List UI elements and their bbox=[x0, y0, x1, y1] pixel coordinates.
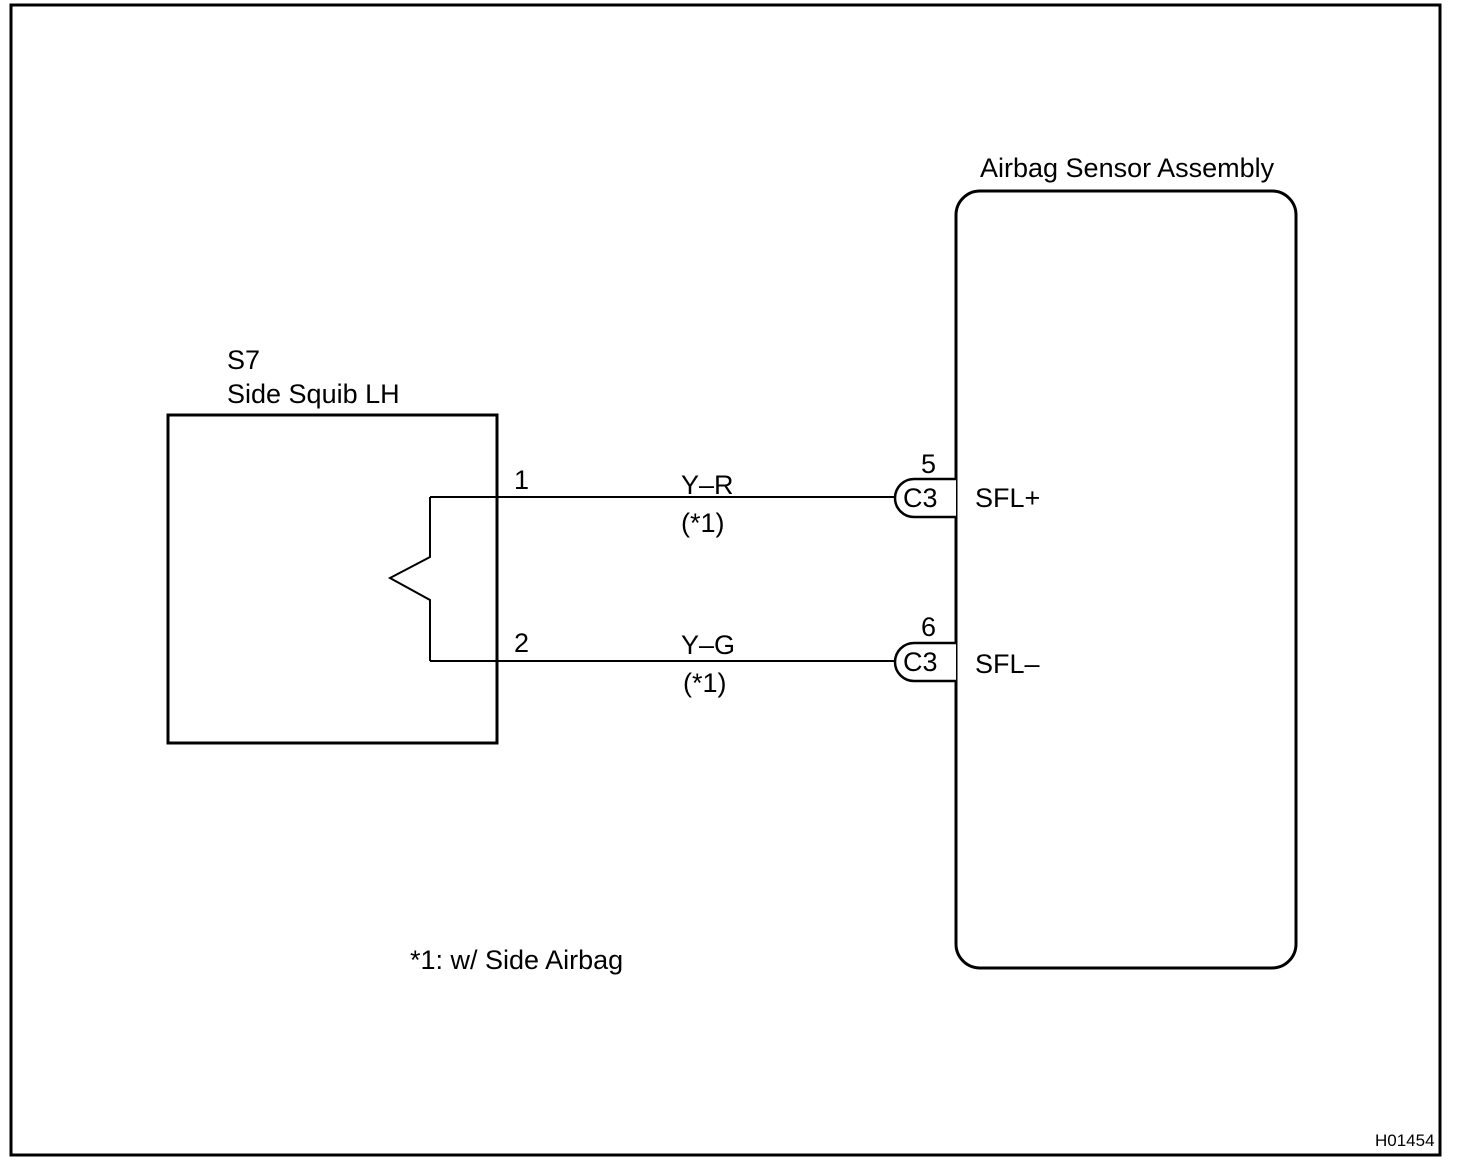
squib-pin-1: 1 bbox=[514, 465, 529, 495]
footnote: *1: w/ Side Airbag bbox=[410, 945, 623, 975]
diagram-frame bbox=[9, 3, 1442, 1157]
figure-id: H01454 bbox=[1375, 1131, 1435, 1150]
squib-pin-2: 2 bbox=[514, 628, 529, 658]
sensor-name: Airbag Sensor Assembly bbox=[980, 153, 1275, 183]
sensor-box bbox=[954, 189, 1298, 970]
squib-name: Side Squib LH bbox=[227, 379, 400, 409]
wire-note-2: (*1) bbox=[683, 668, 727, 698]
connector-c3-lower bbox=[893, 641, 956, 683]
squib-code: S7 bbox=[227, 345, 260, 375]
squib-box bbox=[166, 413, 499, 745]
wire-note-1: (*1) bbox=[681, 508, 725, 538]
connector-label-c3-lower: C3 bbox=[903, 647, 938, 677]
wire-color-y-g: Y–G bbox=[681, 630, 735, 660]
sensor-terminal-sfl-plus: SFL+ bbox=[975, 483, 1040, 513]
wire-color-y-r: Y–R bbox=[681, 470, 734, 500]
connector-label-c3-upper: C3 bbox=[903, 483, 938, 513]
connector-pin-5: 5 bbox=[921, 449, 936, 479]
sensor-terminal-sfl-minus: SFL– bbox=[975, 649, 1040, 679]
squib-element-symbol bbox=[387, 497, 431, 661]
connector-c3-upper bbox=[893, 477, 956, 519]
connector-pin-6: 6 bbox=[921, 612, 936, 642]
